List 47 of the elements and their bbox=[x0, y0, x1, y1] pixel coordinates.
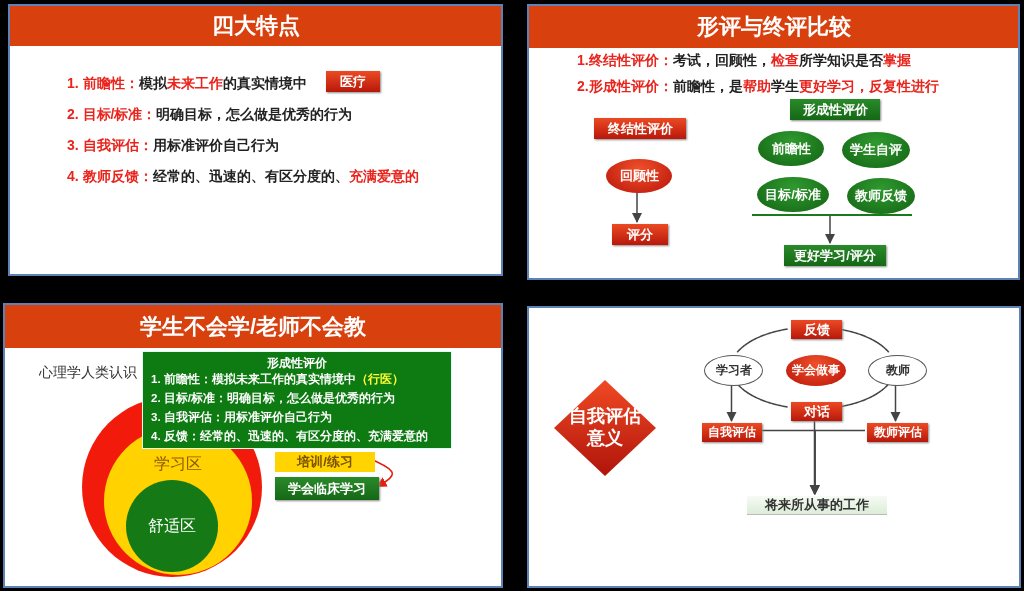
slide-panel bbox=[8, 4, 503, 276]
label-box: 学会临床学习 bbox=[275, 477, 379, 500]
oval-node: 学生自评 bbox=[842, 132, 910, 168]
slide-panel bbox=[3, 303, 503, 588]
zone-label: 学习区 bbox=[153, 454, 203, 474]
zone-circle: 舒适区 bbox=[126, 480, 218, 572]
text-line: 4. 反馈：经常的、迅速的、有区分度的、充满爱意的 bbox=[151, 429, 428, 444]
label-box: 对话 bbox=[791, 402, 842, 421]
arrow bbox=[631, 190, 643, 224]
slide-title: 学生不会学/老师不会教 bbox=[139, 312, 367, 341]
label-box: 评分 bbox=[612, 224, 668, 245]
divider-bar bbox=[752, 214, 912, 216]
label-box: 反馈 bbox=[791, 320, 842, 339]
text-line: 2. 目标/标准：明确目标，怎么做是优秀的行为 bbox=[67, 106, 353, 124]
text-line: 1. 前瞻性：模拟未来工作的真实情境中（行医） bbox=[151, 372, 404, 387]
label-box: 将来所从事的工作 bbox=[747, 496, 887, 515]
label-box: 教师评估 bbox=[867, 423, 928, 442]
oval-node: 教师 bbox=[868, 355, 927, 386]
oval-node: 前瞻性 bbox=[758, 131, 824, 166]
text-line: 2.形成性评价：前瞻性，是帮助学生更好学习，反复性进行 bbox=[577, 78, 939, 96]
oval-node: 教师反馈 bbox=[847, 178, 915, 214]
label-box: 自我评估 bbox=[702, 423, 762, 442]
panel-heading: 形成性评价 bbox=[266, 355, 328, 372]
oval-node: 目标/标准 bbox=[757, 177, 829, 212]
diamond-node: 自我评估意义 bbox=[554, 380, 656, 476]
text-line: 心理学人类认识 bbox=[39, 364, 137, 382]
slide-panel bbox=[527, 306, 1021, 588]
text-line: 1. 前瞻性：模拟未来工作的真实情境中 bbox=[67, 75, 307, 93]
label-box: 培训/练习 bbox=[275, 452, 375, 472]
label-box: 医疗 bbox=[326, 71, 380, 92]
info-tooltip bbox=[142, 351, 452, 449]
label-box: 更好学习/评分 bbox=[784, 245, 886, 266]
oval-node: 学习者 bbox=[704, 355, 763, 386]
oval-node: 回顾性 bbox=[606, 159, 672, 193]
connector-line bbox=[736, 328, 789, 354]
slide-title: 形评与终评比较 bbox=[696, 13, 851, 41]
text-line: 4. 教师反馈：经常的、迅速的、有区分度的、充满爱意的 bbox=[67, 168, 419, 186]
label-box: 形成性评价 bbox=[790, 99, 880, 120]
text-line: 3. 自我评估：用标准评价自己行为 bbox=[67, 137, 279, 155]
text-line: 1.终结性评价：考试，回顾性，检查所学知识是否掌握 bbox=[577, 52, 911, 70]
oval-node: 学会做事 bbox=[786, 355, 846, 386]
slide-panel bbox=[527, 4, 1020, 280]
label-box: 终结性评价 bbox=[594, 118, 686, 139]
text-line: 3. 自我评估：用标准评价自己行为 bbox=[151, 410, 332, 425]
text-line: 2. 目标/标准：明确目标，怎么做是优秀的行为 bbox=[151, 391, 395, 406]
slide-title: 四大特点 bbox=[211, 12, 300, 40]
arrow bbox=[824, 213, 836, 245]
